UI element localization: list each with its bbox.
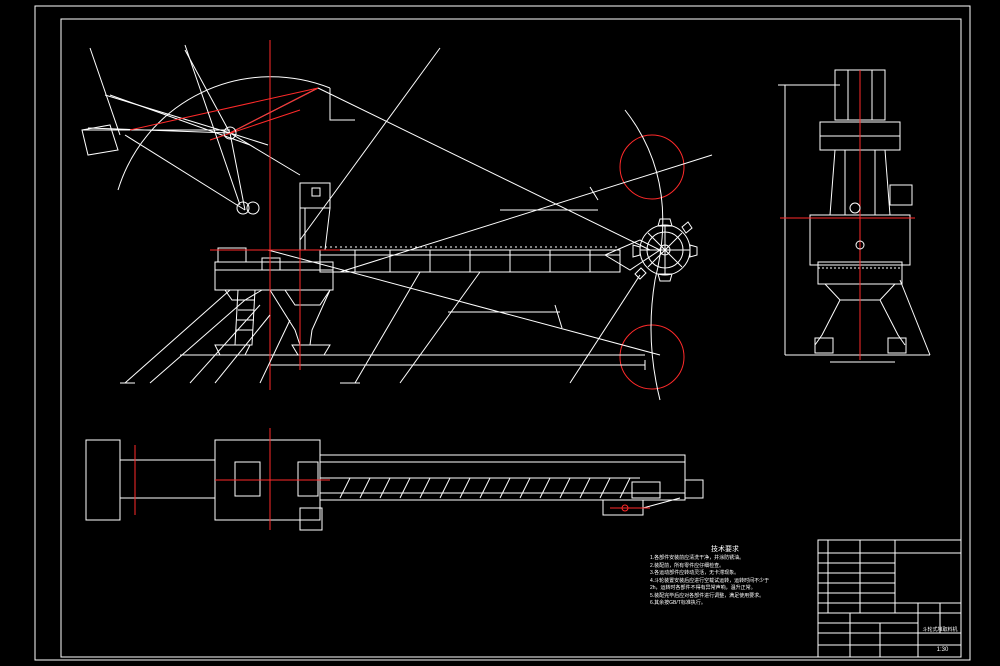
winch-drum-a [236, 201, 250, 215]
end-drum [849, 202, 861, 214]
red-boom-line-a [129, 87, 319, 131]
leader-10 [399, 271, 481, 384]
plan-counterweight [85, 439, 121, 521]
end-elevation [778, 69, 931, 363]
reach-line-a [317, 87, 651, 251]
leader-9 [354, 271, 421, 384]
boom-upper-chord [87, 87, 319, 134]
leader-11 [569, 274, 641, 384]
cabin-window [311, 187, 321, 197]
boom-mast-line [184, 49, 231, 134]
bogie-right [291, 344, 331, 356]
technical-note-line: 6.其余按GB/T标准执行。 [650, 600, 706, 606]
inner-border [60, 18, 962, 658]
boom-vertical-tie [229, 132, 246, 211]
leader-7 [214, 314, 271, 384]
leader-4 [124, 289, 231, 384]
winch-drum-b [246, 201, 260, 215]
red-boom-line-c [209, 109, 301, 141]
end-stay-line [899, 279, 931, 356]
technical-note-line: 4.斗轮装置安装后应进行空载试运转，运转时间不少于 [650, 577, 770, 584]
side-elevation [81, 40, 713, 401]
boom-hinge [223, 126, 237, 140]
reach-line-b [339, 154, 713, 273]
plan-head-block [684, 479, 704, 499]
boom-diagonal [109, 94, 251, 146]
leader-8 [259, 319, 291, 384]
end-bogie-right [887, 337, 907, 354]
outer-border [34, 5, 971, 661]
end-leg-left [814, 299, 841, 346]
technical-note-line: 2.装配前，所有零件应仔细检查。 [650, 562, 725, 569]
plan-cabin [234, 461, 261, 497]
title-block [817, 539, 962, 658]
technical-note-line: 1.各部件安装前应清洗干净，并涂防锈油。 [650, 555, 745, 561]
plan-view [85, 428, 704, 531]
gear-box [261, 257, 281, 271]
boom-tie-line [124, 134, 246, 211]
reach-line-c [267, 249, 661, 356]
arc-end-leader [329, 88, 355, 121]
technical-notes-heading: 技术要求 [711, 546, 739, 553]
plan-drive [297, 461, 319, 497]
portal-frame [284, 289, 331, 306]
leader-1 [89, 47, 121, 136]
technical-note-line: 3.各运动部件应转动灵活，无卡滞现象。 [650, 570, 740, 576]
technical-notes: 技术要求 1.各部件安装前应清洗干净，并涂防锈油。 2.装配前，所有零件应仔细检… [650, 545, 800, 608]
drawing-title: 斗轮式堆取料机 [922, 627, 958, 633]
end-leg-right [879, 299, 906, 346]
angle-mark-upper [589, 186, 599, 201]
bucket-wheel [632, 218, 698, 282]
leader-3 [299, 47, 441, 241]
platform-bottom [215, 289, 263, 301]
swing-envelope-arc [624, 109, 664, 401]
portal-leg-b [309, 289, 331, 346]
red-boom-line-b [229, 87, 319, 134]
leader-6 [189, 304, 261, 384]
drive-unit [217, 247, 247, 263]
end-side-box [889, 184, 913, 206]
angle-mark-lower [554, 304, 563, 329]
boom-lower-chord [104, 94, 301, 176]
end-bogie-left [814, 337, 834, 354]
portal-leg-a [269, 289, 301, 346]
technical-note-line: 5.装配完毕后应对各部件进行调整，满足使用要求。 [650, 592, 765, 599]
slewing-platform [214, 261, 334, 291]
plan-conveyor-hatching [339, 477, 631, 499]
scale-value: 1:30 [936, 647, 949, 653]
plan-bogie [299, 507, 323, 531]
plan-drive-head [631, 481, 661, 499]
counterweight-block [81, 124, 119, 156]
leader-2 [184, 44, 241, 206]
upper-swing-circle [619, 134, 685, 200]
technical-note-line: 2h，运转时各部件不得有异常声响，温升正常。 [650, 585, 756, 591]
ladder-leg [234, 289, 256, 346]
boom-short-tie [229, 132, 269, 146]
plan-wheel-link [642, 497, 681, 509]
end-pivot [855, 240, 865, 250]
lower-swing-circle [619, 324, 685, 390]
leader-5 [149, 299, 246, 384]
